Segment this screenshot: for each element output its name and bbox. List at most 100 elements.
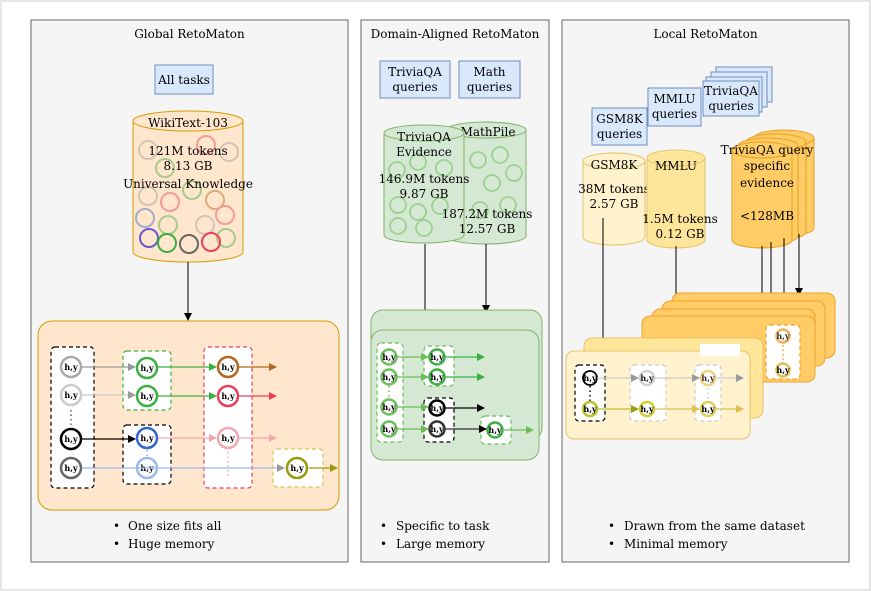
triviaqa-evidence-size: 9.87 GB xyxy=(400,187,449,201)
triviaqa-queries-line2: queries xyxy=(392,80,437,94)
svg-text:h,y: h,y xyxy=(64,463,78,473)
graph-node: h,y xyxy=(428,420,446,438)
domain-bullet-2: Large memory xyxy=(396,537,485,551)
mathpile-database: MathPile xyxy=(445,121,527,245)
svg-text:h,y: h,y xyxy=(64,362,78,372)
svg-text:h,y: h,y xyxy=(430,372,444,382)
graph-node-group xyxy=(50,346,95,489)
svg-text:h,y: h,y xyxy=(221,433,235,443)
global-panel: Global RetoMaton All tasks xyxy=(30,19,349,563)
bullet-dot: • xyxy=(608,519,615,533)
svg-text:h,y: h,y xyxy=(583,404,597,414)
local-triviaqa-evidence-database: TriviaQA query specific evidence <128MB xyxy=(721,129,815,249)
svg-text:h,y: h,y xyxy=(488,425,502,435)
graph-node: h,y xyxy=(216,426,240,450)
graph-node: h,y xyxy=(428,368,446,386)
graph-node: h,y xyxy=(135,426,159,450)
math-queries-line2: queries xyxy=(467,80,512,94)
graph-node: h,y xyxy=(135,384,159,408)
global-bullet-1: One size fits all xyxy=(128,519,222,533)
svg-text:h,y: h,y xyxy=(64,434,78,444)
graph-node: h,y xyxy=(380,398,398,416)
graph-node: h,y xyxy=(285,456,309,480)
gsm8k-name: GSM8K xyxy=(591,158,639,172)
global-graph-box xyxy=(37,320,340,511)
bullet-dot: • xyxy=(380,537,387,551)
graph-node: h,y xyxy=(216,384,240,408)
local-panel-title: Local RetoMaton xyxy=(653,27,757,41)
wikitext-size: 8.13 GB xyxy=(164,159,213,173)
graph-node: h,y xyxy=(699,400,717,418)
local-triviaqa-evidence-size: <128MB xyxy=(740,209,794,223)
bullet-dot: • xyxy=(113,537,120,551)
mmlu-name: MMLU xyxy=(655,159,697,173)
gsm8k-size: 2.57 GB xyxy=(590,197,639,211)
graph-node-group xyxy=(376,342,404,443)
math-queries-line1: Math xyxy=(474,65,506,79)
mmlu-tokens: 1.5M tokens xyxy=(642,212,718,226)
domain-bullet-1: Specific to task xyxy=(396,519,490,533)
graph-node: h,y xyxy=(216,355,240,379)
gsm8k-tokens: 38M tokens xyxy=(578,182,650,196)
triviaqa-evidence-database: TriviaQA Evidence 146.9M tokens 9.87 GB xyxy=(379,124,469,244)
global-bullet-2: Huge memory xyxy=(128,537,215,551)
mathpile-name: MathPile xyxy=(461,125,516,139)
local-triviaqa-queries-line2: queries xyxy=(708,99,753,113)
global-panel-title: Global RetoMaton xyxy=(134,27,245,41)
mathpile-size: 12.57 GB xyxy=(459,222,516,236)
local-bullets: • Drawn from the same dataset • Minimal … xyxy=(608,519,805,551)
graph-node: h,y xyxy=(582,370,598,386)
svg-text:h,y: h,y xyxy=(583,373,597,383)
wikitext-node xyxy=(179,234,199,254)
graph-node: h,y xyxy=(775,328,791,344)
svg-text:h,y: h,y xyxy=(64,390,78,400)
graph-node: h,y xyxy=(775,362,791,378)
mmlu-size: 0.12 GB xyxy=(656,227,705,241)
wikitext-node xyxy=(201,232,221,252)
svg-text:h,y: h,y xyxy=(430,352,444,362)
bullet-dot: • xyxy=(608,537,615,551)
local-triviaqa-evidence-line2: specific xyxy=(744,159,791,173)
wikitext-node xyxy=(157,233,177,253)
local-graph: h,yh,yh,yh,yh,yh,yh,yh,y xyxy=(574,324,801,422)
local-gsm8k-queries-line2: queries xyxy=(597,127,642,141)
domain-panel-title: Domain-Aligned RetoMaton xyxy=(371,27,540,41)
graph-node: h,y xyxy=(380,348,398,366)
svg-text:h,y: h,y xyxy=(140,363,154,373)
svg-text:h,y: h,y xyxy=(140,391,154,401)
gsm8k-database: GSM8K 38M tokens 2.57 GB xyxy=(578,152,650,246)
domain-bullets: • Specific to task • Large memory xyxy=(380,519,490,551)
wikitext-database: WikiText-103 121M tokens 8.13 GB Univers… xyxy=(123,110,253,263)
graph-node: h,y xyxy=(380,420,398,438)
mmlu-graph-highlight xyxy=(700,344,740,356)
triviaqa-evidence-name2: Evidence xyxy=(396,145,452,159)
triviaqa-evidence-name1: TriviaQA xyxy=(397,130,451,144)
local-gsm8k-queries-box xyxy=(591,107,648,146)
svg-text:h,y: h,y xyxy=(221,362,235,372)
global-graph: h,yh,yh,yh,yh,yh,yh,yh,yh,yh,yh,yh,y xyxy=(50,346,338,489)
svg-text:h,y: h,y xyxy=(382,424,396,434)
local-mmlu-queries-line2: queries xyxy=(652,107,697,121)
graph-node: h,y xyxy=(59,427,83,451)
triviaqa-queries-box xyxy=(379,60,451,99)
wikitext-name: WikiText-103 xyxy=(148,116,228,130)
graph-node: h,y xyxy=(699,369,717,387)
graph-node: h,y xyxy=(428,348,446,366)
local-panel: Local RetoMaton TriviaQA queries MMLU qu… xyxy=(561,19,850,563)
local-bullet-2: Minimal memory xyxy=(624,537,728,551)
graph-node: h,y xyxy=(638,400,656,418)
mathpile-tokens: 187.2M tokens xyxy=(442,207,533,221)
global-bullets: • One size fits all • Huge memory xyxy=(113,519,222,551)
local-gsm8k-queries-line1: GSM8K xyxy=(596,112,644,126)
local-triviaqa-queries-box xyxy=(702,80,760,117)
svg-text:h,y: h,y xyxy=(382,352,396,362)
local-bullet-1: Drawn from the same dataset xyxy=(624,519,805,533)
svg-text:h,y: h,y xyxy=(382,402,396,412)
mmlu-database: MMLU 1.5M tokens 0.12 GB xyxy=(642,149,718,249)
svg-text:h,y: h,y xyxy=(701,373,715,383)
domain-panel: Domain-Aligned RetoMaton TriviaQA querie… xyxy=(360,19,550,563)
svg-text:h,y: h,y xyxy=(701,404,715,414)
graph-node: h,y xyxy=(581,400,599,418)
bullet-dot: • xyxy=(113,519,120,533)
